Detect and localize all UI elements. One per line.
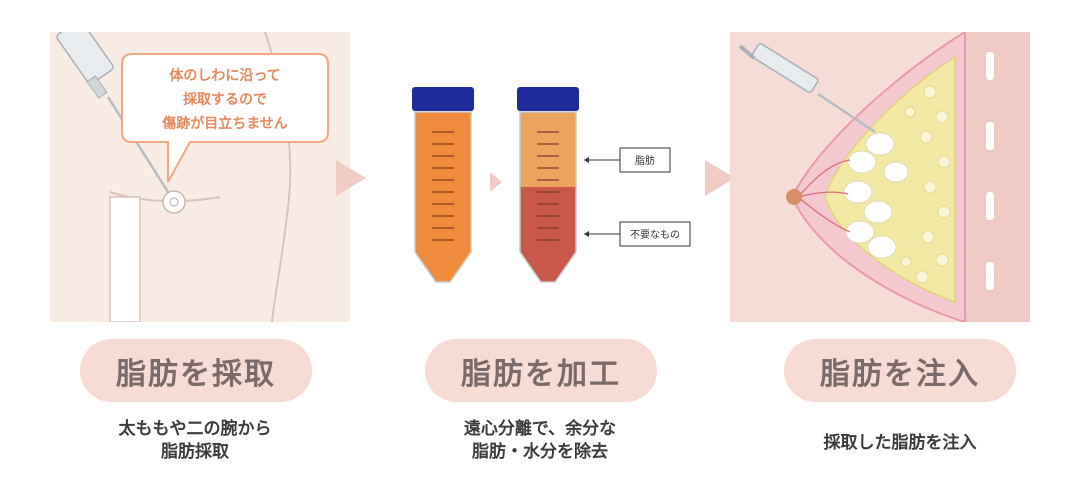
label-waste: 不要なもの [630,229,680,241]
label-box-fat [619,147,671,173]
milk-ducts [797,159,851,233]
centrifuge-scene: 脂肪 不要なもの [412,87,691,283]
leg-shape [109,196,141,322]
injection-syringe-icon [738,43,876,134]
chest-wall [965,32,1030,322]
harvest-illustration: 体のしわに沿って 採取するので 傷跡が目立ちません [50,32,350,322]
harvest-scene: 体のしわに沿って 採取するので 傷跡が目立ちません [56,32,329,322]
speech-bubble [121,53,329,183]
step1-title: 脂肪を採取 [80,339,312,402]
bubble-line-1: 体のしわに沿って [169,67,280,84]
step1-desc-line-2: 脂肪採取 [161,442,229,462]
syringe-icon [56,32,170,193]
nipple-shape [786,189,802,205]
step3-desc-line-1: 採取した脂肪を注入 [823,433,977,453]
injection-scene [738,32,1030,322]
step1-description: 太ももや二の腕から 脂肪採取 [60,418,330,464]
bubble-line-3: 傷跡が目立ちません [161,115,288,132]
step3-title: 脂肪を注入 [784,339,1016,402]
step3-description: 採取した脂肪を注入 [760,432,1040,455]
incision-marker [162,190,186,214]
step2-description: 遠心分離で、余分な 脂肪・水分を除去 [405,418,675,464]
fat-cells [900,85,951,284]
injection-illustration [730,32,1030,322]
processing-illustration: 脂肪 不要なもの [380,32,700,322]
bubble-line-2: 採取するので [183,91,267,108]
crease-line [109,191,221,203]
step-arrow-1 [336,160,366,196]
tube-after-icon [517,87,579,283]
step1-desc-line-1: 太ももや二の腕から [118,419,272,439]
label-box-waste [619,221,691,247]
rib-marks [986,52,994,290]
tube-before-icon [412,87,474,283]
step2-desc-line-1: 遠心分離で、余分な [463,419,617,439]
step2-desc-line-2: 脂肪・水分を除去 [472,442,608,462]
injected-fat [843,132,909,259]
label-fat: 脂肪 [635,154,655,167]
step2-title: 脂肪を加工 [425,339,657,402]
mini-arrow-icon [490,172,502,192]
